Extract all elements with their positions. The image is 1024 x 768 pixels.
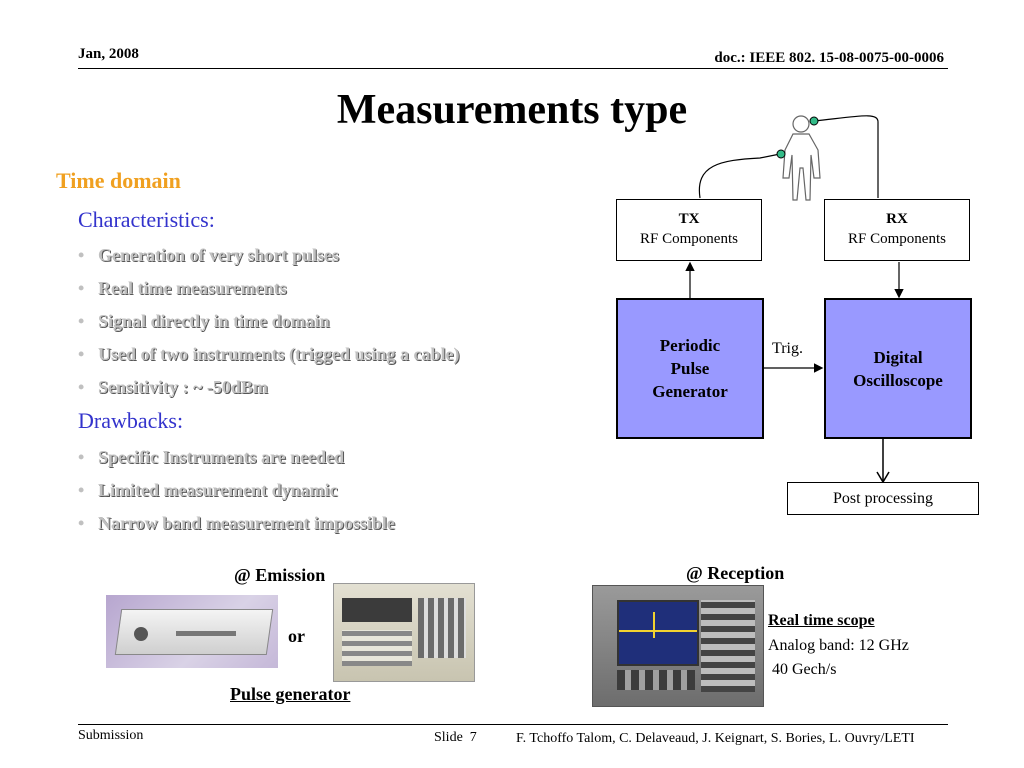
knob-icon [134,627,148,641]
scope-pulse [653,612,655,638]
pulse-generator-label: Periodic Pulse Generator [652,336,728,401]
oscilloscope-label: Digital Oscilloscope [853,347,943,390]
footer-rule [78,724,948,725]
list-item: •Used of two instruments (trigged using … [78,344,460,364]
connector-strip [176,631,236,636]
characteristics-list: •Generation of very short pulses •Real t… [78,239,460,404]
rx-title: RX [886,211,908,227]
or-label: or [288,626,305,646]
scope-screen [617,600,699,666]
section-heading: Time domain [56,168,181,193]
instrument-display [342,598,412,622]
button-panel [342,630,412,666]
tx-box: TX RF Components [616,199,762,261]
header-doc-id: doc.: IEEE 802. 15-08-0075-00-0006 [714,50,944,66]
list-item: •Specific Instruments are needed [78,447,345,467]
post-processing-box: Post processing [787,482,979,515]
analog-band-text: Analog band: 12 GHz [768,637,909,654]
oscilloscope-box: Digital Oscilloscope [824,298,972,439]
pulse-generator-photo-1 [106,595,278,668]
scope-buttons [617,670,695,690]
tx-subtitle: RF Components [640,231,738,247]
drawbacks-heading: Drawbacks: [78,408,184,433]
list-item: •Real time measurements [78,278,287,298]
rx-box: RX RF Components [824,199,970,261]
footer-authors: F. Tchoffo Talom, C. Delaveaud, J. Keign… [516,731,915,746]
rx-subtitle: RF Components [848,231,946,247]
emission-label: @ Emission [234,565,326,585]
button-panel [418,598,466,658]
reception-label: @ Reception [686,563,785,583]
pulse-generator-caption: Pulse generator [230,684,351,704]
human-body-icon [782,115,821,201]
drawbacks-list: •Specific Instruments are needed •Limite… [78,441,395,540]
scope-trace [619,630,697,632]
scope-controls [701,600,755,692]
rx-electrode-icon [809,116,819,126]
trig-label: Trig. [772,340,803,357]
list-item: •Sensitivity : ~ -50dBm [78,377,268,397]
list-item: •Narrow band measurement impossible [78,513,395,533]
sample-rate-text: 40 Gech/s [768,661,837,678]
header-date: Jan, 2008 [78,46,139,62]
footer-slide-number: Slide 7 [434,730,477,745]
footer-submission: Submission [78,728,144,743]
pulse-generator-photo-2 [333,583,475,682]
header-rule [78,68,948,69]
list-item: •Limited measurement dynamic [78,480,338,500]
characteristics-heading: Characteristics: [78,207,215,232]
slide-title: Measurements type [336,87,688,133]
pulse-generator-box: Periodic Pulse Generator [616,298,764,439]
real-time-scope-caption: Real time scope [768,612,875,629]
tx-electrode-icon [776,149,786,159]
oscilloscope-photo [592,585,764,707]
list-item: •Signal directly in time domain [78,311,330,331]
list-item: •Generation of very short pulses [78,245,339,265]
tx-title: TX [678,211,700,227]
